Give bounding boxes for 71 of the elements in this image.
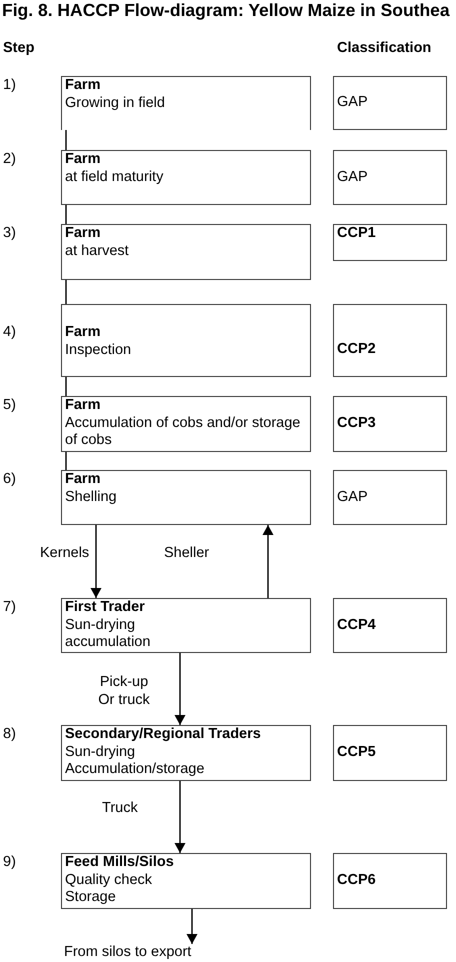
step-description: accumulation [65,634,150,652]
classification-code: GAP [337,94,368,112]
step-number: 8) [3,726,16,744]
step-description: at field maturity [65,168,164,186]
classification-box [333,598,447,653]
arrow [174,781,186,853]
classification-code: CCP3 [337,415,376,433]
process-box [61,853,311,909]
step-description: Accumulation/storage [65,761,204,778]
step-number: 2) [3,151,16,169]
step-title: Secondary/Regional Traders [65,726,261,744]
arrow [186,909,198,944]
step-title: Farm [65,397,100,414]
step-title: First Trader [65,599,145,616]
classification-code: CCP1 [337,225,376,242]
step-description: Quality check [65,872,152,889]
process-box [61,396,311,452]
connector-line [65,377,67,396]
step-title: Farm [65,151,100,168]
step-title: Farm [65,324,100,342]
step-number: 6) [3,471,16,489]
classification-box [333,853,447,909]
classification-box [333,224,447,261]
connector-line [65,130,67,150]
classification-code: GAP [337,488,368,506]
classification-code: CCP4 [337,616,376,634]
classification-box [333,470,447,525]
arrow [174,653,186,725]
step-description: Shelling [65,488,117,506]
connector-line [65,280,67,304]
step-description: Storage [65,889,116,906]
classification-box [333,396,447,452]
classification-code: GAP [337,168,368,186]
step-number: 5) [3,397,16,415]
classification-box [333,150,447,205]
figure-title: Fig. 8. HACCP Flow-diagram: Yellow Maize in Southea [2,0,450,21]
step-description: Accumulation of cobs and/or storage of cobs [65,414,302,450]
step-number: 7) [3,599,16,617]
classification-box [333,76,447,130]
step-description: Inspection [65,342,132,359]
classification-box [333,304,447,377]
column-header: Step [3,40,34,58]
step-number: 3) [3,225,16,243]
process-box [61,150,311,205]
step-description: Sun-drying [65,616,136,634]
flow-end-text: From silos to export [64,944,192,961]
classification-code: CCP6 [337,872,376,890]
step-description: at harvest [65,242,129,260]
step-title: Farm [65,225,100,242]
step-number: 1) [3,77,16,95]
process-box [61,598,311,653]
step-description: Sun-drying [65,744,136,761]
process-box [61,76,311,130]
step-number: 4) [3,324,16,342]
connector-line [65,452,67,470]
classification-code: CCP2 [337,341,376,358]
arrow [262,525,274,598]
classification-box [333,725,447,781]
process-box [61,470,311,525]
process-box [61,304,311,377]
connector-line [65,205,67,224]
process-box [61,725,311,781]
column-header: Classification [337,40,432,58]
arrow [90,525,102,598]
step-description: Growing in field [65,94,165,112]
classification-code: CCP5 [337,744,376,762]
process-box [61,224,311,280]
step-title: Farm [65,471,100,488]
step-title: Farm [65,77,100,94]
step-number: 9) [3,854,16,872]
step-title: Feed Mills/Silos [65,854,174,872]
